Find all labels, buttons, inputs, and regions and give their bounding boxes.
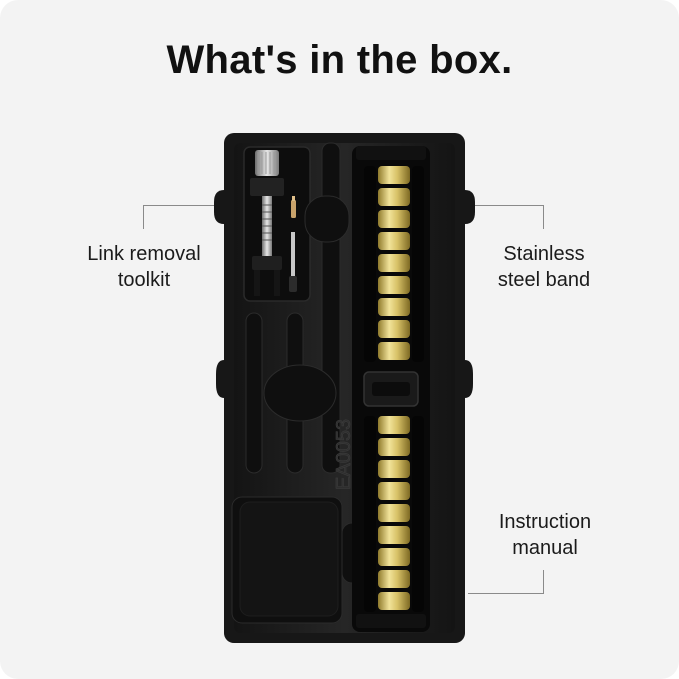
band-label: Stainless steel band	[474, 241, 614, 293]
band-label-line-1: Stainless	[503, 243, 585, 265]
manual-leader-vertical	[543, 570, 544, 594]
spring-bar-pin-icon	[291, 196, 296, 218]
page-title: What's in the box.	[166, 38, 513, 82]
link-removal-tool-icon	[243, 146, 311, 302]
instruction-card-icon	[239, 501, 339, 617]
toolkit-label-line-2: toolkit	[117, 269, 171, 291]
band-leader-horizontal	[468, 205, 544, 206]
tray-code-label: EA0053	[333, 419, 355, 490]
toolkit-label-line-1: Link removal	[87, 243, 201, 265]
toolkit-label: Link removal toolkit	[66, 241, 222, 293]
toolkit-leader-horizontal	[143, 205, 218, 206]
watch-band-icon	[352, 146, 430, 632]
toolkit-leader-vertical	[143, 205, 144, 229]
screwdriver-icon	[289, 232, 297, 292]
band-label-line-2: steel band	[497, 269, 591, 291]
manual-label-line-1: Instruction	[498, 511, 592, 533]
manual-label-line-2: manual	[512, 537, 578, 559]
manual-label: Instruction manual	[470, 509, 620, 561]
band-leader-vertical	[543, 205, 544, 229]
manual-leader-horizontal	[468, 593, 544, 594]
